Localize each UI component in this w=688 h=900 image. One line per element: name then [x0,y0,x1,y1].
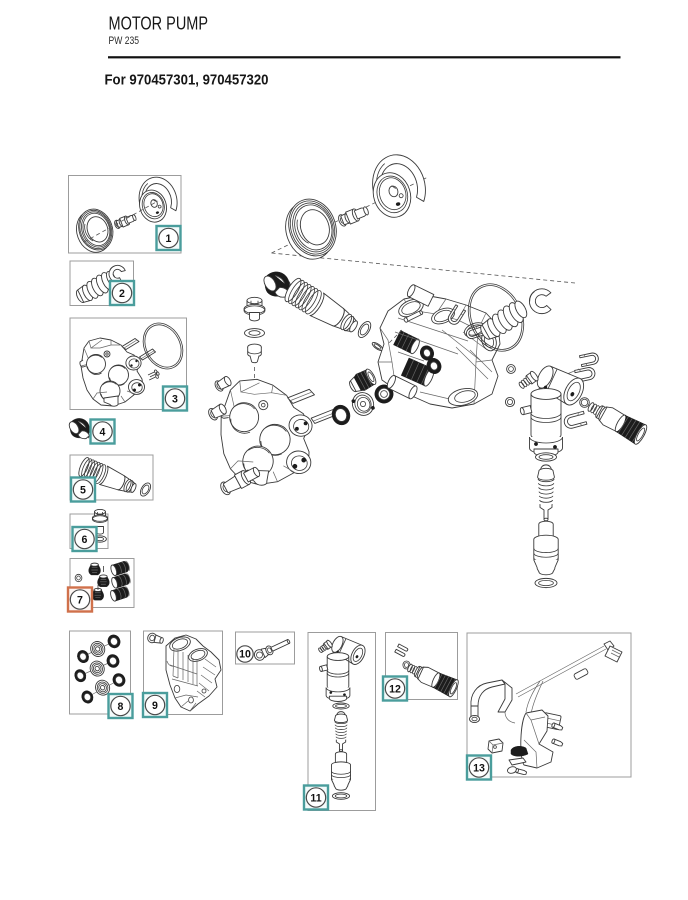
svg-text:For 970457301, 970457320: For 970457301, 970457320 [105,73,269,89]
svg-text:6: 6 [82,534,88,546]
svg-text:13: 13 [473,763,485,775]
svg-text:9: 9 [152,700,158,712]
svg-text:8: 8 [118,701,124,713]
svg-text:PW 235: PW 235 [109,35,140,47]
svg-text:11: 11 [310,793,321,805]
svg-text:10: 10 [239,649,251,661]
svg-text:5: 5 [80,485,86,497]
svg-text:4: 4 [100,427,106,439]
svg-text:1: 1 [166,233,172,245]
svg-text:7: 7 [77,595,83,607]
svg-text:12: 12 [389,684,401,696]
svg-text:2: 2 [119,288,125,300]
svg-text:3: 3 [172,394,178,406]
svg-text:MOTOR PUMP: MOTOR PUMP [109,13,209,33]
